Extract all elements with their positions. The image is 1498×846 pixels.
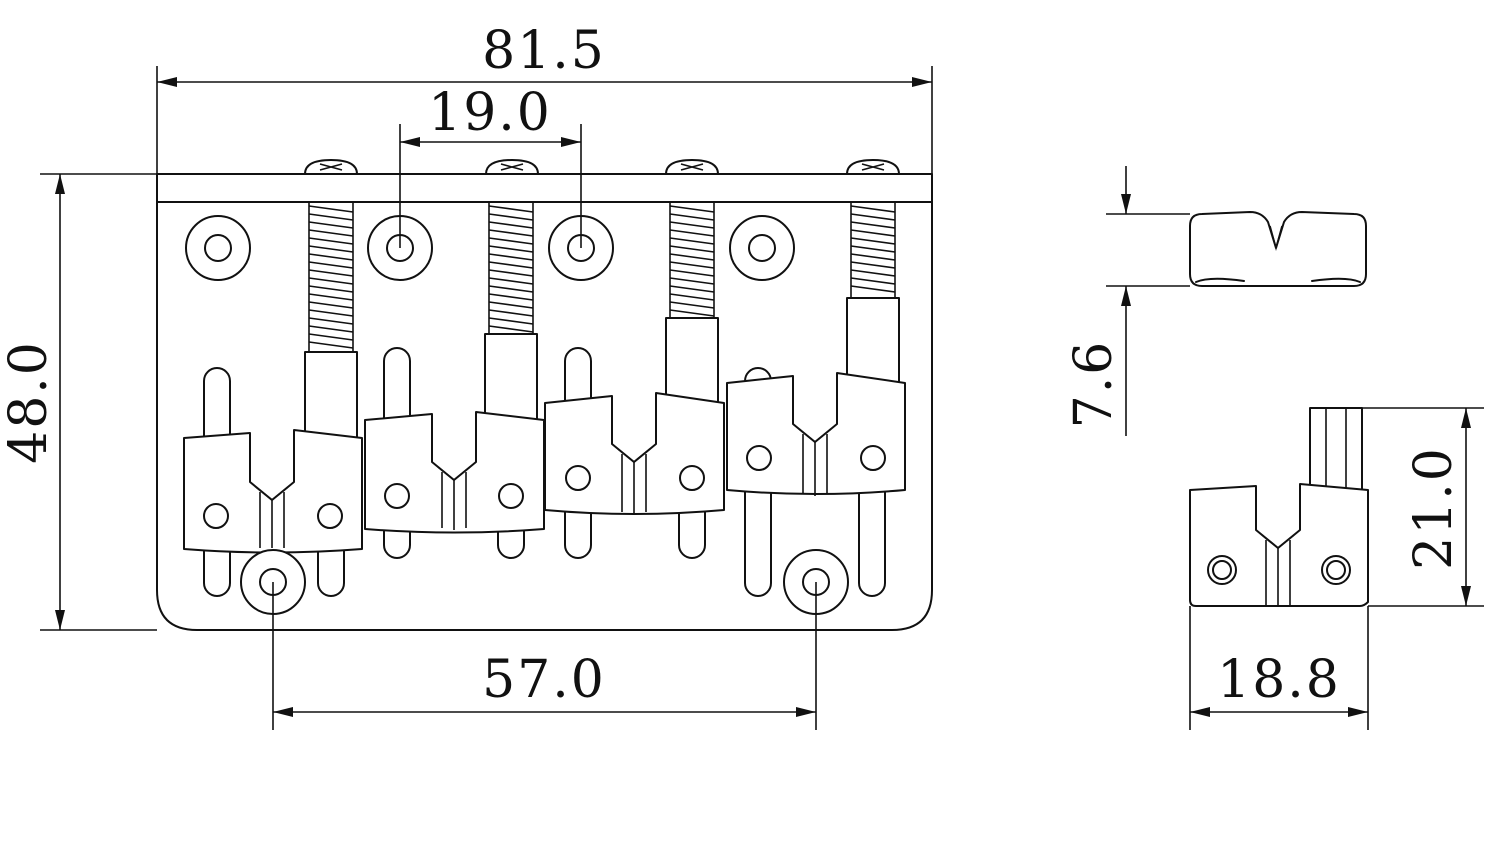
dimension-saddle-width: 18.8 [1189, 606, 1369, 730]
bridge-baseplate [156, 173, 933, 631]
screw-head-3 [665, 159, 719, 175]
dimension-string-spacing: 19.0 [399, 83, 582, 248]
dim-label-overall-height: 48.0 [0, 340, 59, 464]
spring-4 [850, 202, 896, 298]
spring-2 [488, 202, 534, 334]
saddle-side-view [1189, 211, 1367, 287]
dim-label-string-spacing: 19.0 [428, 83, 552, 143]
dim-label-saddle-width: 18.8 [1217, 650, 1341, 710]
dim-label-saddle-height: 7.6 [1064, 340, 1124, 429]
spring-1 [308, 202, 354, 352]
dimension-overall-width: 81.5 [156, 21, 933, 174]
dimension-mounting-hole-spacing: 57.0 [272, 582, 817, 730]
dimension-saddle-height: 7.6 [1064, 166, 1190, 436]
dim-label-overall-width: 81.5 [482, 21, 606, 81]
saddle-3 [544, 317, 725, 515]
screw-head-1 [304, 159, 358, 175]
dim-label-saddle-length: 21.0 [1404, 446, 1464, 570]
saddle-1 [183, 351, 363, 554]
saddle-top-view [1189, 407, 1369, 607]
intonation-springs [308, 202, 896, 352]
saddles [183, 297, 906, 554]
screw-heads [304, 159, 900, 175]
screw-head-4 [846, 159, 900, 175]
spring-3 [669, 202, 715, 318]
dimension-overall-height: 48.0 [0, 173, 157, 631]
string-hole-1 [185, 215, 251, 281]
screw-head-2 [485, 159, 539, 175]
dimension-saddle-length: 21.0 [1362, 407, 1484, 607]
dim-label-mounting-hole-spacing: 57.0 [482, 650, 606, 710]
string-hole-4 [729, 215, 795, 281]
saddle-4 [726, 297, 906, 496]
saddle-2 [364, 333, 545, 534]
